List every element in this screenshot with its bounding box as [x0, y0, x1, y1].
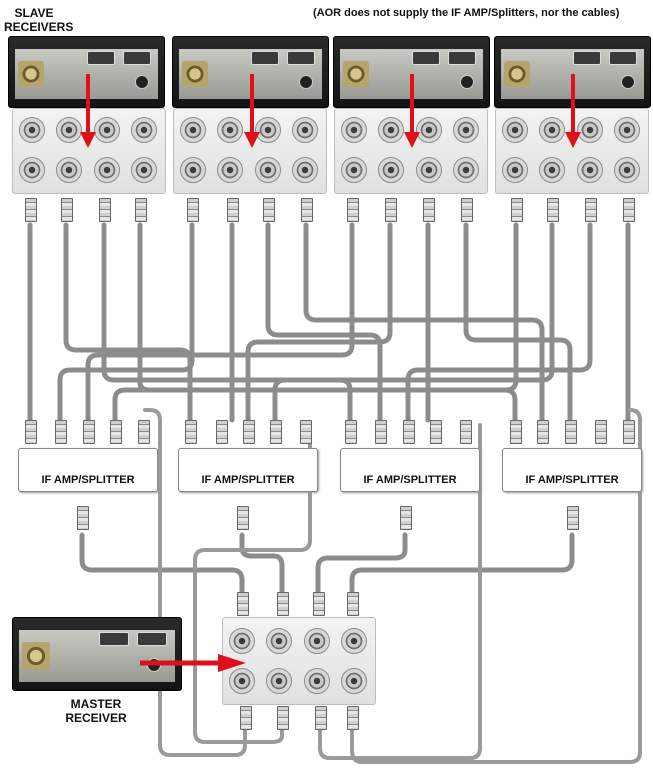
bnc-connector: [585, 198, 597, 222]
bnc-connector: [347, 592, 359, 616]
bnc-connector: [595, 420, 607, 444]
bnc-connector: [315, 706, 327, 730]
bnc-connector: [565, 420, 577, 444]
bnc-connector: [227, 198, 239, 222]
bnc-panel-4: [495, 108, 649, 194]
master-receiver: [12, 617, 182, 691]
bnc-connector: [77, 506, 89, 530]
bnc-connector: [345, 420, 357, 444]
bnc-connector: [138, 420, 150, 444]
slave-receiver-3: [333, 36, 490, 108]
cable: [318, 535, 405, 592]
bnc-connector: [375, 420, 387, 444]
cable: [352, 535, 572, 592]
bnc-connector: [301, 198, 313, 222]
bnc-connector: [623, 198, 635, 222]
bnc-connector: [385, 198, 397, 222]
bnc-connector: [547, 198, 559, 222]
cable: [242, 535, 282, 592]
bnc-connector: [237, 592, 249, 616]
bnc-connector: [270, 420, 282, 444]
bnc-connector: [55, 420, 67, 444]
bnc-connector: [135, 198, 147, 222]
amp-label: IF AMP/SPLITTER: [341, 472, 479, 488]
slave-receiver-1: [8, 36, 165, 108]
bnc-connector: [510, 420, 522, 444]
bnc-connector: [623, 420, 635, 444]
bnc-connector: [277, 706, 289, 730]
amp-label: IF AMP/SPLITTER: [179, 472, 317, 488]
bnc-connector: [461, 198, 473, 222]
bnc-connector: [511, 198, 523, 222]
bnc-connector: [243, 420, 255, 444]
bnc-connector: [460, 420, 472, 444]
bnc-connector: [25, 198, 37, 222]
bnc-connector: [400, 506, 412, 530]
bnc-connector: [237, 506, 249, 530]
bnc-connector: [25, 420, 37, 444]
bnc-connector: [61, 198, 73, 222]
bnc-connector: [430, 420, 442, 444]
bnc-panel-2: [173, 108, 327, 194]
bnc-panel-3: [334, 108, 488, 194]
slave-receiver-2: [172, 36, 329, 108]
if-amp-splitter-1: IF AMP/SPLITTER: [18, 448, 158, 492]
bnc-connector: [110, 420, 122, 444]
bnc-connector: [263, 198, 275, 222]
bnc-connector: [537, 420, 549, 444]
bnc-connector: [240, 706, 252, 730]
bnc-connector: [185, 420, 197, 444]
bnc-connector: [347, 198, 359, 222]
amp-label: IF AMP/SPLITTER: [503, 472, 641, 488]
bnc-connector: [83, 420, 95, 444]
if-amp-splitter-4: IF AMP/SPLITTER: [502, 448, 642, 492]
bnc-connector: [216, 420, 228, 444]
bnc-connector: [187, 198, 199, 222]
bnc-panel-1: [12, 108, 166, 194]
bnc-connector: [313, 592, 325, 616]
bnc-connector: [567, 506, 579, 530]
bnc-connector: [277, 592, 289, 616]
bnc-connector: [403, 420, 415, 444]
bnc-connector: [300, 420, 312, 444]
slave-receiver-4: [494, 36, 651, 108]
bnc-connector: [423, 198, 435, 222]
bnc-connector: [347, 706, 359, 730]
bnc-connector: [99, 198, 111, 222]
if-amp-splitter-2: IF AMP/SPLITTER: [178, 448, 318, 492]
if-amp-splitter-3: IF AMP/SPLITTER: [340, 448, 480, 492]
master-bnc-panel: [222, 617, 376, 705]
amp-label: IF AMP/SPLITTER: [19, 472, 157, 488]
